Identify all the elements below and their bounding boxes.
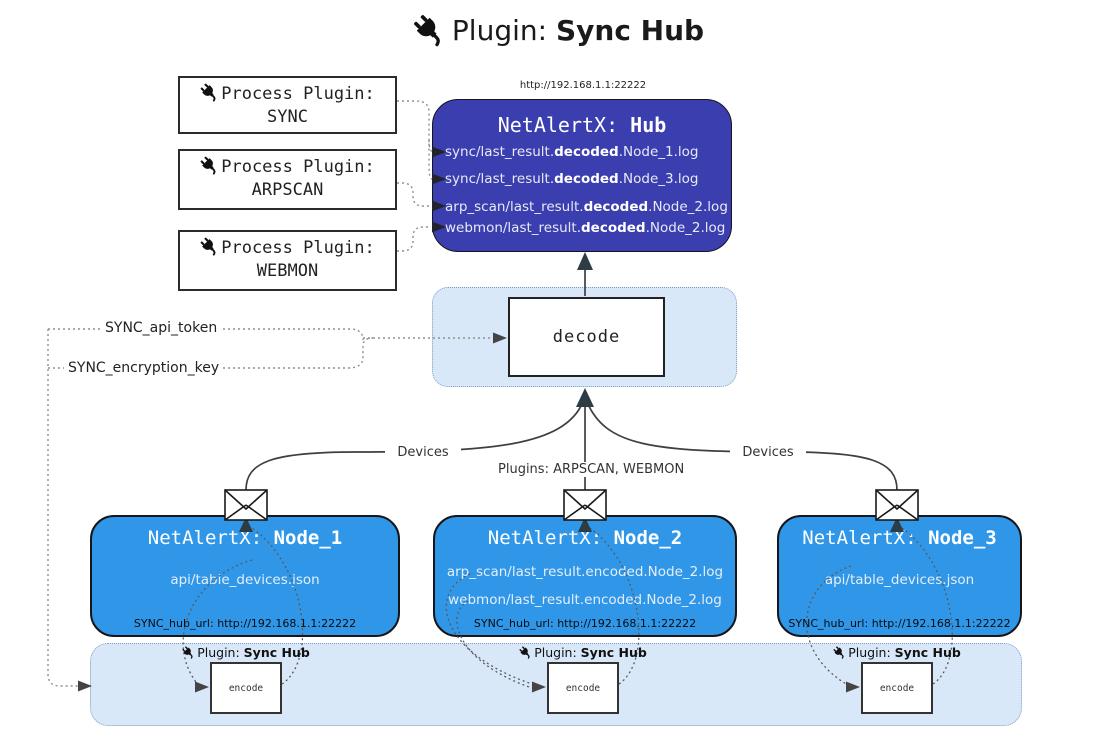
encode-box: encode bbox=[547, 662, 619, 714]
node-file: api/table_devices.json bbox=[824, 572, 975, 588]
encode-box: encode bbox=[210, 662, 282, 714]
edge-label-plugins: Plugins: ARPSCAN, WEBMON bbox=[495, 462, 684, 477]
page-title: Plugin: Sync Hub bbox=[0, 14, 1117, 47]
connector-key-to-encoders bbox=[47, 329, 80, 687]
connector-sync-to-hub bbox=[397, 100, 433, 180]
process-plugin-box-arpscan: Process Plugin: ARPSCAN bbox=[178, 149, 397, 210]
node-box-node-3: NetAlertX: Node_3 api/table_devices.json… bbox=[777, 515, 1022, 637]
edge-label-devices-right: Devices bbox=[730, 445, 806, 460]
encode-box: encode bbox=[861, 662, 933, 714]
hub-box: NetAlertX: Hub sync/last_result.decoded.… bbox=[432, 99, 732, 252]
node-hub-url: SYNC_hub_url: http://192.168.1.1:22222 bbox=[788, 617, 1011, 630]
process-plugin-name: SYNC bbox=[267, 107, 308, 127]
node-file: webmon/last_result.encoded.Node_2.log bbox=[448, 592, 722, 608]
arrow-up-icon bbox=[576, 388, 594, 407]
plug-icon bbox=[833, 646, 846, 659]
process-plugin-box-webmon: Process Plugin: WEBMON bbox=[178, 230, 397, 291]
connector-webmon-to-hub bbox=[397, 226, 431, 252]
encoder-plugin-label: Plugin: Sync Hub bbox=[161, 645, 331, 660]
hub-file-row: sync/last_result.decoded.Node_1.log bbox=[445, 144, 699, 160]
hub-file-row: arp_scan/last_result.decoded.Node_2.log bbox=[445, 199, 728, 215]
process-plugin-label: Process Plugin: bbox=[221, 238, 375, 258]
node-title: NetAlertX: Node_1 bbox=[147, 527, 343, 549]
node-title: NetAlertX: Node_3 bbox=[802, 527, 997, 549]
page-title-bold: Sync Hub bbox=[555, 14, 705, 47]
node-hub-url: SYNC_hub_url: http://192.168.1.1:22222 bbox=[133, 617, 357, 630]
node-file: api/table_devices.json bbox=[170, 572, 320, 588]
plug-icon bbox=[519, 646, 532, 659]
process-plugin-label: Process Plugin: bbox=[221, 84, 375, 104]
node-box-node-1: NetAlertX: Node_1 api/table_devices.json… bbox=[90, 515, 400, 637]
connector-arpscan-to-hub bbox=[397, 182, 431, 207]
hub-file-row: sync/last_result.decoded.Node_3.log bbox=[445, 171, 699, 187]
sync-encryption-key-label: SYNC_encryption_key bbox=[64, 360, 224, 376]
plug-icon bbox=[200, 237, 219, 256]
encoder-plugin-label: Plugin: Sync Hub bbox=[812, 645, 982, 660]
node-title: NetAlertX: Node_2 bbox=[487, 527, 683, 549]
plug-icon bbox=[413, 14, 446, 47]
process-plugin-name: ARPSCAN bbox=[251, 180, 324, 200]
hub-url: http://192.168.1.1:22222 bbox=[519, 80, 647, 91]
process-plugin-name: WEBMON bbox=[256, 261, 319, 281]
node-file: arp_scan/last_result.encoded.Node_2.log bbox=[446, 564, 724, 580]
arrow-up-icon bbox=[577, 252, 593, 270]
encoder-plugin-label: Plugin: Sync Hub bbox=[498, 645, 668, 660]
plug-icon bbox=[182, 646, 195, 659]
sync-api-token-label: SYNC_api_token bbox=[101, 320, 222, 336]
hub-title: NetAlertX: Hub bbox=[497, 113, 667, 137]
node-box-node-2: NetAlertX: Node_2 arp_scan/last_result.e… bbox=[433, 515, 737, 637]
process-plugin-label: Process Plugin: bbox=[221, 157, 375, 177]
plug-icon bbox=[200, 156, 219, 175]
edge-label-devices-left: Devices bbox=[385, 445, 461, 460]
page-title-prefix: Plugin: bbox=[451, 14, 548, 47]
plug-icon bbox=[200, 83, 219, 102]
hub-file-row: webmon/last_result.decoded.Node_2.log bbox=[445, 220, 726, 236]
process-plugin-box-sync: Process Plugin: SYNC bbox=[178, 76, 397, 134]
node-hub-url: SYNC_hub_url: http://192.168.1.1:22222 bbox=[473, 617, 697, 630]
decode-box: decode bbox=[508, 297, 665, 377]
